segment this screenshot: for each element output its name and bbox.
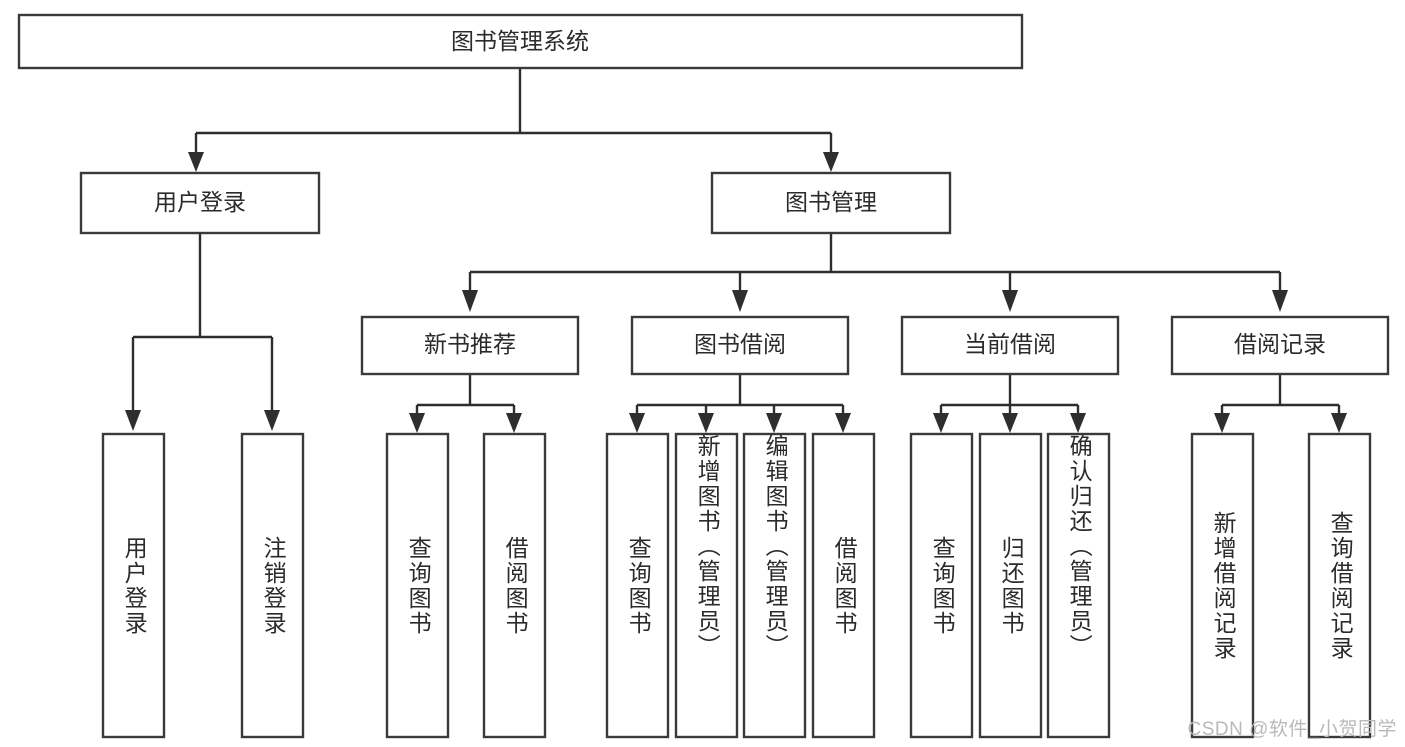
connector-borrowrecord-to-leaves — [1214, 374, 1347, 433]
leaf-box-user-login-logout[interactable] — [240, 432, 305, 739]
node-new-book-recommend[interactable] — [360, 315, 580, 376]
connector-newbook-to-leaves — [409, 374, 522, 433]
connector-root-to-level2 — [188, 68, 839, 172]
leaf-box-bookborrow-query[interactable] — [605, 432, 670, 739]
node-book-borrow-label: 图书借阅 — [694, 331, 786, 357]
node-user-login[interactable] — [79, 171, 321, 235]
node-borrow-record-label: 借阅记录 — [1234, 331, 1326, 357]
node-root-book-management-system[interactable] — [17, 13, 1024, 70]
watermark-text: CSDN @软件_小贺同学 — [1187, 719, 1397, 740]
leaf-box-borrowrecord-add[interactable] — [1190, 432, 1255, 739]
leaf-box-currentborrow-return[interactable] — [978, 432, 1043, 739]
leaf-box-newbook-borrow[interactable] — [482, 432, 547, 739]
leaf-box-bookborrow-borrow[interactable] — [811, 432, 876, 739]
node-book-borrow[interactable] — [630, 315, 850, 376]
node-root-label: 图书管理系统 — [451, 28, 589, 54]
node-book-management[interactable] — [710, 171, 952, 235]
leaf-box-newbook-query[interactable] — [385, 432, 450, 739]
leaf-box-currentborrow-query[interactable] — [909, 432, 974, 739]
node-current-borrow[interactable] — [900, 315, 1120, 376]
connector-bookborrow-to-leaves — [629, 374, 851, 433]
leaf-box-user-login-login[interactable] — [101, 432, 166, 739]
node-book-management-label: 图书管理 — [785, 189, 877, 215]
leaf-box-currentborrow-confirm[interactable] — [1046, 432, 1111, 739]
leaf-box-bookborrow-edit[interactable] — [742, 432, 807, 739]
node-current-borrow-label: 当前借阅 — [964, 331, 1056, 357]
node-borrow-record[interactable] — [1170, 315, 1390, 376]
connector-bookmgmt-to-level3 — [462, 233, 1288, 312]
leaf-box-borrowrecord-query[interactable] — [1307, 432, 1372, 739]
connector-userlogin-to-leaves — [125, 233, 280, 431]
node-user-login-label: 用户登录 — [154, 189, 246, 215]
node-new-book-recommend-label: 新书推荐 — [424, 331, 516, 357]
connector-currentborrow-to-leaves — [933, 374, 1086, 433]
leaf-box-bookborrow-add[interactable] — [674, 432, 739, 739]
